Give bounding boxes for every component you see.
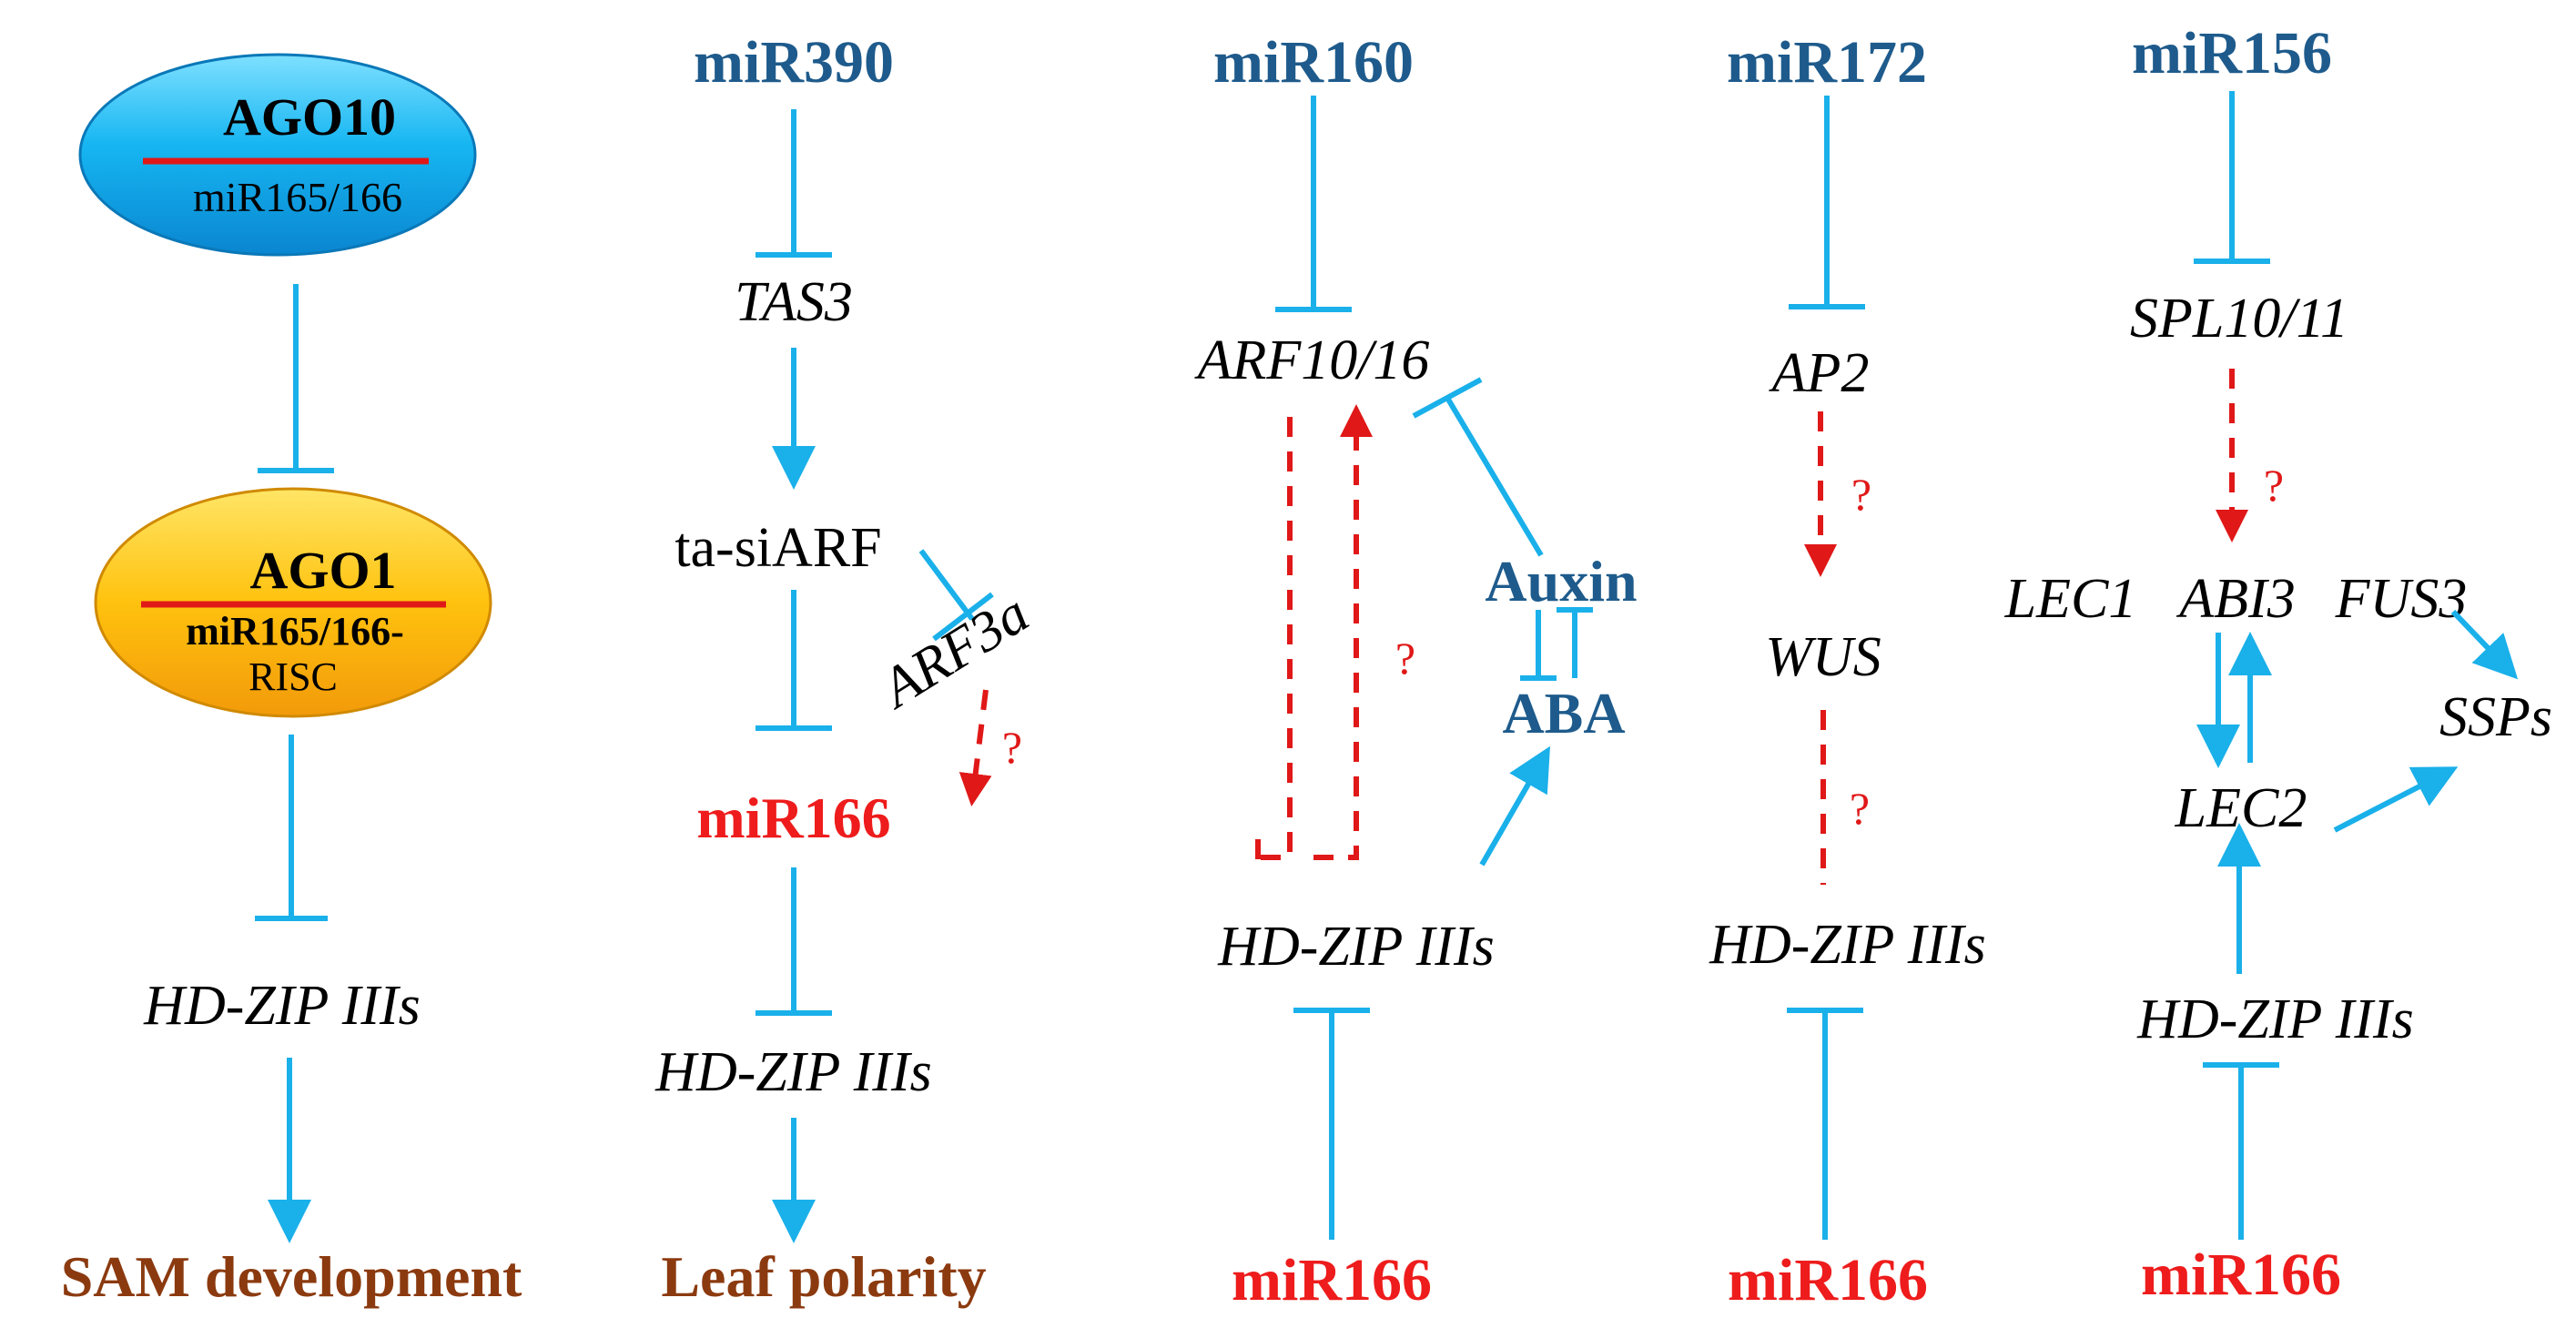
arf-to-hdzip-dashed-inhibit xyxy=(1258,417,1293,860)
mir156-hdzip-label: HD-ZIP IIIs xyxy=(2136,988,2414,1050)
mir172-hdzip-label: HD-ZIP IIIs xyxy=(1709,914,1986,976)
wus-question: ? xyxy=(1850,783,1870,834)
mir160-question: ? xyxy=(1395,633,1415,684)
arf3a-label: ARF3a xyxy=(868,583,1040,722)
hdzip-to-aba-arrow xyxy=(1479,745,1550,867)
fus3-to-ssps-arrow xyxy=(2450,609,2519,680)
lec1-label: LEC1 xyxy=(2004,568,2137,630)
mir160-column: miR160 ARF10/16 ? Auxin ABA HD-ZIP IIIs … xyxy=(1194,29,1638,1313)
ago-hdzip-label: HD-ZIP IIIs xyxy=(143,975,421,1037)
mir156-column: miR156 SPL10/11 ? LEC1 ABI3 FUS3 SSPs LE… xyxy=(2004,20,2552,1308)
auxin-label: Auxin xyxy=(1485,549,1637,613)
mir390-hdzip-label: HD-ZIP IIIs xyxy=(654,1041,932,1103)
ssps-label: SSPs xyxy=(2439,686,2552,748)
ago10-node xyxy=(78,53,477,257)
hdzip-to-arf-dashed-arrow xyxy=(1313,404,1373,860)
lec2-to-ssps-arrow xyxy=(2333,766,2459,833)
arf3a-question: ? xyxy=(1002,722,1022,773)
tasiarf-to-arf3a-inhibit xyxy=(918,549,975,621)
ago1-sub2: RISC xyxy=(248,654,338,699)
tasiarf-to-arf3a-bar xyxy=(932,592,994,642)
mir390-mir166-label: miR166 xyxy=(696,786,890,850)
ap2-label: AP2 xyxy=(1769,342,1870,404)
ago-column: AGO10 miR165/166 AGO1 miR165/166- RISC H… xyxy=(61,53,522,1309)
spl-question: ? xyxy=(2264,460,2284,511)
ago10-title: AGO10 xyxy=(223,87,396,147)
tas3-label: TAS3 xyxy=(735,271,853,333)
abi3-label: ABI3 xyxy=(2175,568,2295,630)
mir172-mir166-label: miR166 xyxy=(1728,1247,1928,1313)
wus-label: WUS xyxy=(1765,626,1881,688)
mir390-label: miR390 xyxy=(694,29,894,96)
auxin-to-arf-bar xyxy=(1412,377,1483,419)
ago1-sub1: miR165/166- xyxy=(186,609,404,654)
ap2-question: ? xyxy=(1851,469,1871,520)
spl10-11-label: SPL10/11 xyxy=(2130,288,2348,350)
mir160-label: miR160 xyxy=(1213,29,1414,96)
mir160-mir166-label: miR166 xyxy=(1232,1247,1432,1313)
ago10-sub: miR165/166 xyxy=(193,174,402,220)
leaf-polarity-label: Leaf polarity xyxy=(661,1244,986,1309)
mir172-label: miR172 xyxy=(1727,29,1927,96)
mir156-mir166-label: miR166 xyxy=(2141,1242,2341,1308)
mir390-column: miR390 TAS3 ta-siARF ARF3a ? miR166 HD-Z… xyxy=(654,29,1040,1309)
auxin-to-arf-inhibit xyxy=(1445,396,1544,557)
mir172-column: miR172 AP2 ? WUS ? HD-ZIP IIIs miR166 xyxy=(1709,29,1986,1313)
sam-development-label: SAM development xyxy=(61,1244,522,1309)
mir160-hdzip-label: HD-ZIP IIIs xyxy=(1217,916,1495,978)
mir156-label: miR156 xyxy=(2132,20,2332,86)
fus3-label: FUS3 xyxy=(2335,568,2468,630)
arf10-16-label: ARF10/16 xyxy=(1194,329,1430,391)
aba-label: ABA xyxy=(1502,681,1625,745)
ago1-title: AGO1 xyxy=(249,541,396,600)
tasiarf-label: ta-siARF xyxy=(674,517,881,579)
arf3a-to-mir166-dashed xyxy=(958,689,992,806)
